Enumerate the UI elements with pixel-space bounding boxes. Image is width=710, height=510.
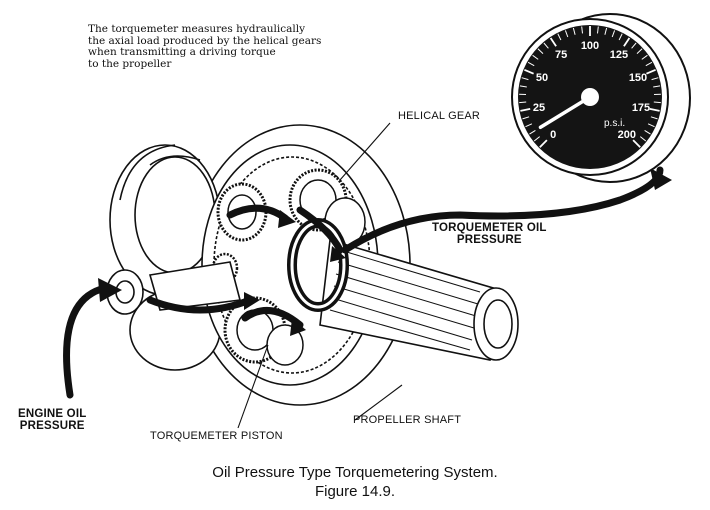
- gauge-tick: [519, 85, 527, 88]
- gauge-tick: [632, 139, 641, 148]
- gauge-tick: [649, 108, 660, 112]
- internal-shafts: [106, 261, 242, 315]
- arrowheads: [98, 168, 672, 336]
- gauge-tick: [631, 42, 637, 49]
- gauge-tick: [529, 129, 536, 135]
- gauge-scale-number: 50: [536, 72, 548, 84]
- gauge-tick: [651, 77, 659, 81]
- gauge-tick: [525, 123, 533, 128]
- gauge-tick: [557, 33, 562, 41]
- gauge-tick: [653, 85, 661, 88]
- planet-gears: [211, 168, 366, 366]
- gauge-tick: [537, 48, 544, 54]
- gauge-scale-number: 125: [610, 49, 628, 61]
- gauge-tick: [604, 27, 608, 35]
- gauge-tick: [572, 27, 576, 35]
- gauge-tick: [597, 26, 599, 34]
- gauge-tick: [650, 116, 658, 120]
- gauge-tick: [639, 136, 647, 142]
- label-torquemeter-oil-pressure: TORQUEMETER OIL PRESSURE: [432, 222, 547, 246]
- gauge-tick: [641, 54, 648, 60]
- oil-flow-arrows: [63, 166, 664, 399]
- gauge-scale-number: 100: [581, 40, 599, 52]
- gauge-scale-number: 0: [550, 129, 556, 141]
- gauge-needle: [538, 95, 592, 130]
- gauge-tick: [623, 37, 631, 47]
- gauge-tick: [524, 68, 534, 75]
- gauge-scale-number: 75: [555, 49, 567, 61]
- gauge-scale-number: 175: [632, 102, 650, 114]
- gauge-tick: [644, 129, 651, 135]
- gauge-tick: [519, 101, 527, 104]
- label-engine-oil-pressure: ENGINE OIL PRESSURE: [18, 408, 87, 432]
- propeller-shaft: [319, 238, 519, 361]
- gauge-tick: [581, 26, 583, 34]
- gauge-scale-number: 150: [629, 72, 647, 84]
- leader-lines: [237, 122, 403, 429]
- gauge-tick: [543, 42, 549, 49]
- gauge-tick: [521, 77, 529, 81]
- gauge-scale-number: 25: [533, 102, 545, 114]
- gauge-tick: [532, 54, 539, 60]
- caption-title: Oil Pressure Type Torquemetering System.: [212, 464, 498, 481]
- gauge-tick: [618, 33, 623, 41]
- gauge-tick: [647, 123, 655, 128]
- gauge-unit-label: p.s.i.: [604, 118, 625, 129]
- gauge-tick: [645, 61, 653, 67]
- gauge-tick: [520, 108, 531, 112]
- gauge-tick: [653, 101, 661, 104]
- gauge-tick: [646, 68, 656, 75]
- label-propeller-shaft: PROPELLER SHAFT: [353, 414, 462, 426]
- gauge-tick: [539, 139, 548, 148]
- caption-figure-number: Figure 14.9.: [314, 483, 396, 500]
- gauge-tick: [549, 37, 557, 47]
- gauge-tick: [564, 30, 569, 38]
- description-note: The torquemeter measures hydraulically t…: [88, 23, 322, 70]
- gauge-tick: [636, 48, 643, 54]
- label-helical-gear: HELICAL GEAR: [398, 110, 481, 122]
- gauge-tick: [522, 116, 530, 120]
- gauge-tick: [533, 136, 541, 142]
- label-torquemeter-piston: TORQUEMETER PISTON: [150, 430, 283, 442]
- gauge-tick: [611, 30, 616, 38]
- gauge-scale-number: 200: [618, 129, 636, 141]
- gauge-tick: [527, 61, 535, 67]
